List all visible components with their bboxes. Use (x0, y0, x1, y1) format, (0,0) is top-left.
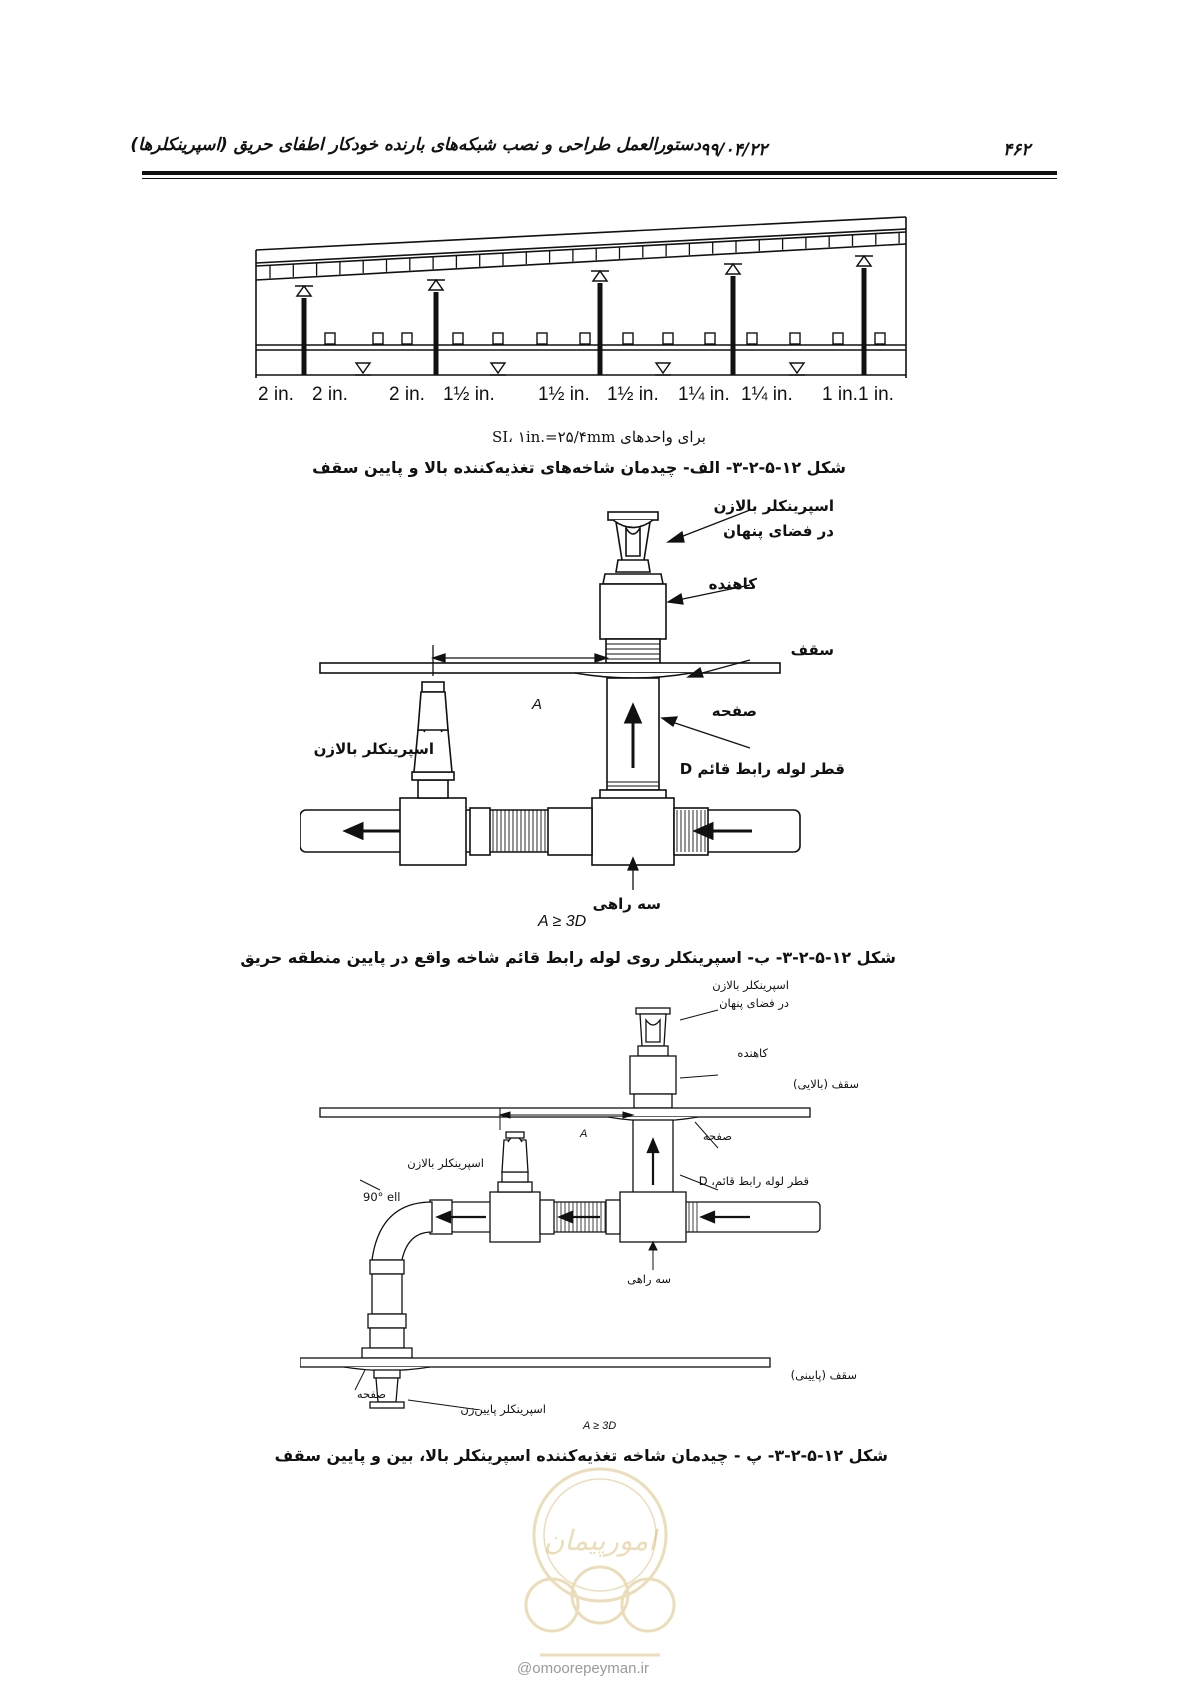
label-upright-b: اسپرینکلر بالازن (313, 740, 434, 758)
pipe-size-3: 2 in. (389, 384, 425, 405)
pipe-size-8: 1¼ in. (741, 384, 793, 405)
figure-c-caption: شکل ۱۲-۵-۲-۳- پ - چیدمان شاخه تغذیه‌کنند… (274, 1446, 888, 1465)
pipe-size-5: 1½ in. (538, 384, 590, 405)
pipe-size-2: 2 in. (312, 384, 348, 405)
label-plate-lower-c: صفحه (356, 1387, 386, 1401)
label-riser-c: قطر لوله رابط قائم، D (698, 1174, 809, 1188)
label-plate-b: صفحه (711, 702, 757, 720)
label-ceiling-upper-c: سقف (بالایی) (792, 1077, 859, 1091)
pipe-size-6: 1½ in. (607, 384, 659, 405)
label-upright-concealed-c2: در فضای پنهان (719, 996, 789, 1010)
label-plate-upper-c: صفحه (702, 1129, 732, 1143)
label-tee-c: سه راهی (627, 1272, 671, 1286)
figure-c-drawing (300, 1007, 821, 1410)
label-pendent-c: اسپرینکلر پایین‌زن (460, 1402, 546, 1416)
label-tee-b: سه راهی (592, 895, 661, 913)
header-rule-thin (142, 178, 1057, 179)
watermark-url: @omoorepeyman.ir (517, 1660, 649, 1677)
watermark-logo: امورپیمان (524, 1467, 676, 1657)
header-date: ۹۹/۰۴/۲۲ (700, 140, 768, 160)
rule-c: A ≥ 3D (583, 1420, 617, 1432)
dim-a-c: A (580, 1128, 588, 1140)
page-number: ۴۶۲ (1003, 140, 1031, 160)
pipe-size-7: 1¼ in. (678, 384, 730, 405)
pipe-size-9: 1 in. (822, 384, 858, 405)
label-reducer-c: کاهنده (737, 1046, 768, 1060)
rule-b: A ≥ 3D (538, 913, 587, 930)
figure-a-caption: شکل ۱۲-۵-۲-۳- الف- چیدمان شاخه‌های تغذیه… (312, 458, 846, 477)
label-upright-concealed-c1: اسپرینکلر بالازن (712, 978, 789, 992)
pipe-size-1: 2 in. (258, 384, 294, 405)
label-ceiling-b: سقف (790, 641, 834, 659)
label-upright-concealed-b1: اسپرینکلر بالازن (713, 497, 834, 515)
label-riser-b: قطر لوله رابط قائم D (679, 760, 845, 778)
label-upright-concealed-b2: در فضای پنهان (723, 522, 834, 540)
label-upright-c: اسپرینکلر بالازن (407, 1156, 484, 1170)
figure-b-drawing (300, 509, 801, 890)
pipe-size-10: 1 in. (858, 384, 894, 405)
header-rule-thick (142, 171, 1057, 175)
header-title: دستورالعمل طراحی و نصب شبکه‌های بارنده خ… (130, 135, 701, 155)
pipe-size-4: 1½ in. (443, 384, 495, 405)
watermark-logo-text: امورپیمان (544, 1525, 660, 1557)
dim-a-b: A (532, 696, 543, 713)
figure-b-caption: شکل ۱۲-۵-۲-۳- ب- اسپرینکلر روی لوله رابط… (240, 948, 896, 967)
label-ceiling-lower-c: سقف (پایینی) (790, 1368, 857, 1382)
label-elbow-c: 90° ell (363, 1190, 401, 1204)
unit-note: برای واحدهای SI، ۱in.=۲۵/۴mm (491, 428, 706, 446)
label-reducer-b: کاهنده (708, 575, 757, 593)
